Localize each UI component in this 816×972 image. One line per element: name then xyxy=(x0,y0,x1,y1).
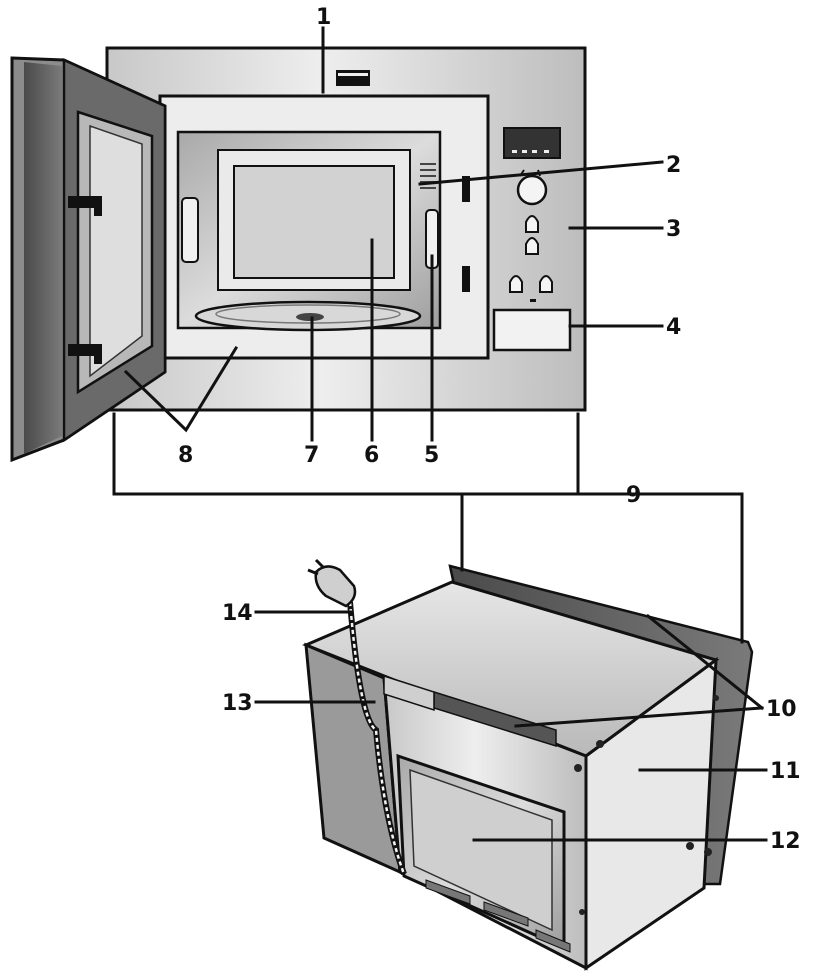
callout-1: 1 xyxy=(316,5,331,30)
brand-logo-plate xyxy=(336,70,370,86)
leader-9-top xyxy=(112,412,580,496)
leader-10b xyxy=(514,706,764,728)
turntable-drive xyxy=(296,313,324,321)
open-door xyxy=(10,56,167,463)
housing-right-panel xyxy=(584,656,718,971)
callout-3: 3 xyxy=(666,217,681,242)
rotary-dial-icon[interactable] xyxy=(516,174,548,206)
callout-12: 12 xyxy=(770,829,801,854)
fixing-screws xyxy=(574,695,719,915)
digital-display-icon xyxy=(503,127,561,159)
door-release-button[interactable] xyxy=(492,308,572,352)
callout-2: 2 xyxy=(666,153,681,178)
callout-numbers: 1 2 3 4 5 6 7 8 9 10 11 12 13 14 xyxy=(178,5,801,854)
power-plug-icon xyxy=(307,558,357,608)
rear-view xyxy=(302,558,754,971)
callout-5: 5 xyxy=(424,443,439,468)
door-latch-slot-upper xyxy=(462,176,470,202)
door-hook-lower xyxy=(68,344,102,356)
door-hook-upper xyxy=(68,196,102,208)
power-cord xyxy=(307,558,407,876)
leader-10a xyxy=(645,613,765,711)
callout-7: 7 xyxy=(304,443,319,468)
callout-10: 10 xyxy=(766,697,797,722)
front-view xyxy=(10,46,587,463)
callout-9: 9 xyxy=(626,483,641,508)
callout-11: 11 xyxy=(770,759,801,784)
leader-lines xyxy=(112,26,768,842)
leader-9-right xyxy=(576,492,744,644)
leader-8 xyxy=(123,345,239,433)
function-button-icons[interactable] xyxy=(509,215,553,302)
door-latch-slot-lower xyxy=(462,266,470,292)
callout-4: 4 xyxy=(666,315,681,340)
bottom-vents xyxy=(425,879,571,953)
left-wall-cover xyxy=(181,197,199,263)
callout-13: 13 xyxy=(222,691,253,716)
callout-6: 6 xyxy=(364,443,379,468)
callout-8: 8 xyxy=(178,443,193,468)
leader-2 xyxy=(418,160,664,186)
callout-14: 14 xyxy=(222,601,253,626)
